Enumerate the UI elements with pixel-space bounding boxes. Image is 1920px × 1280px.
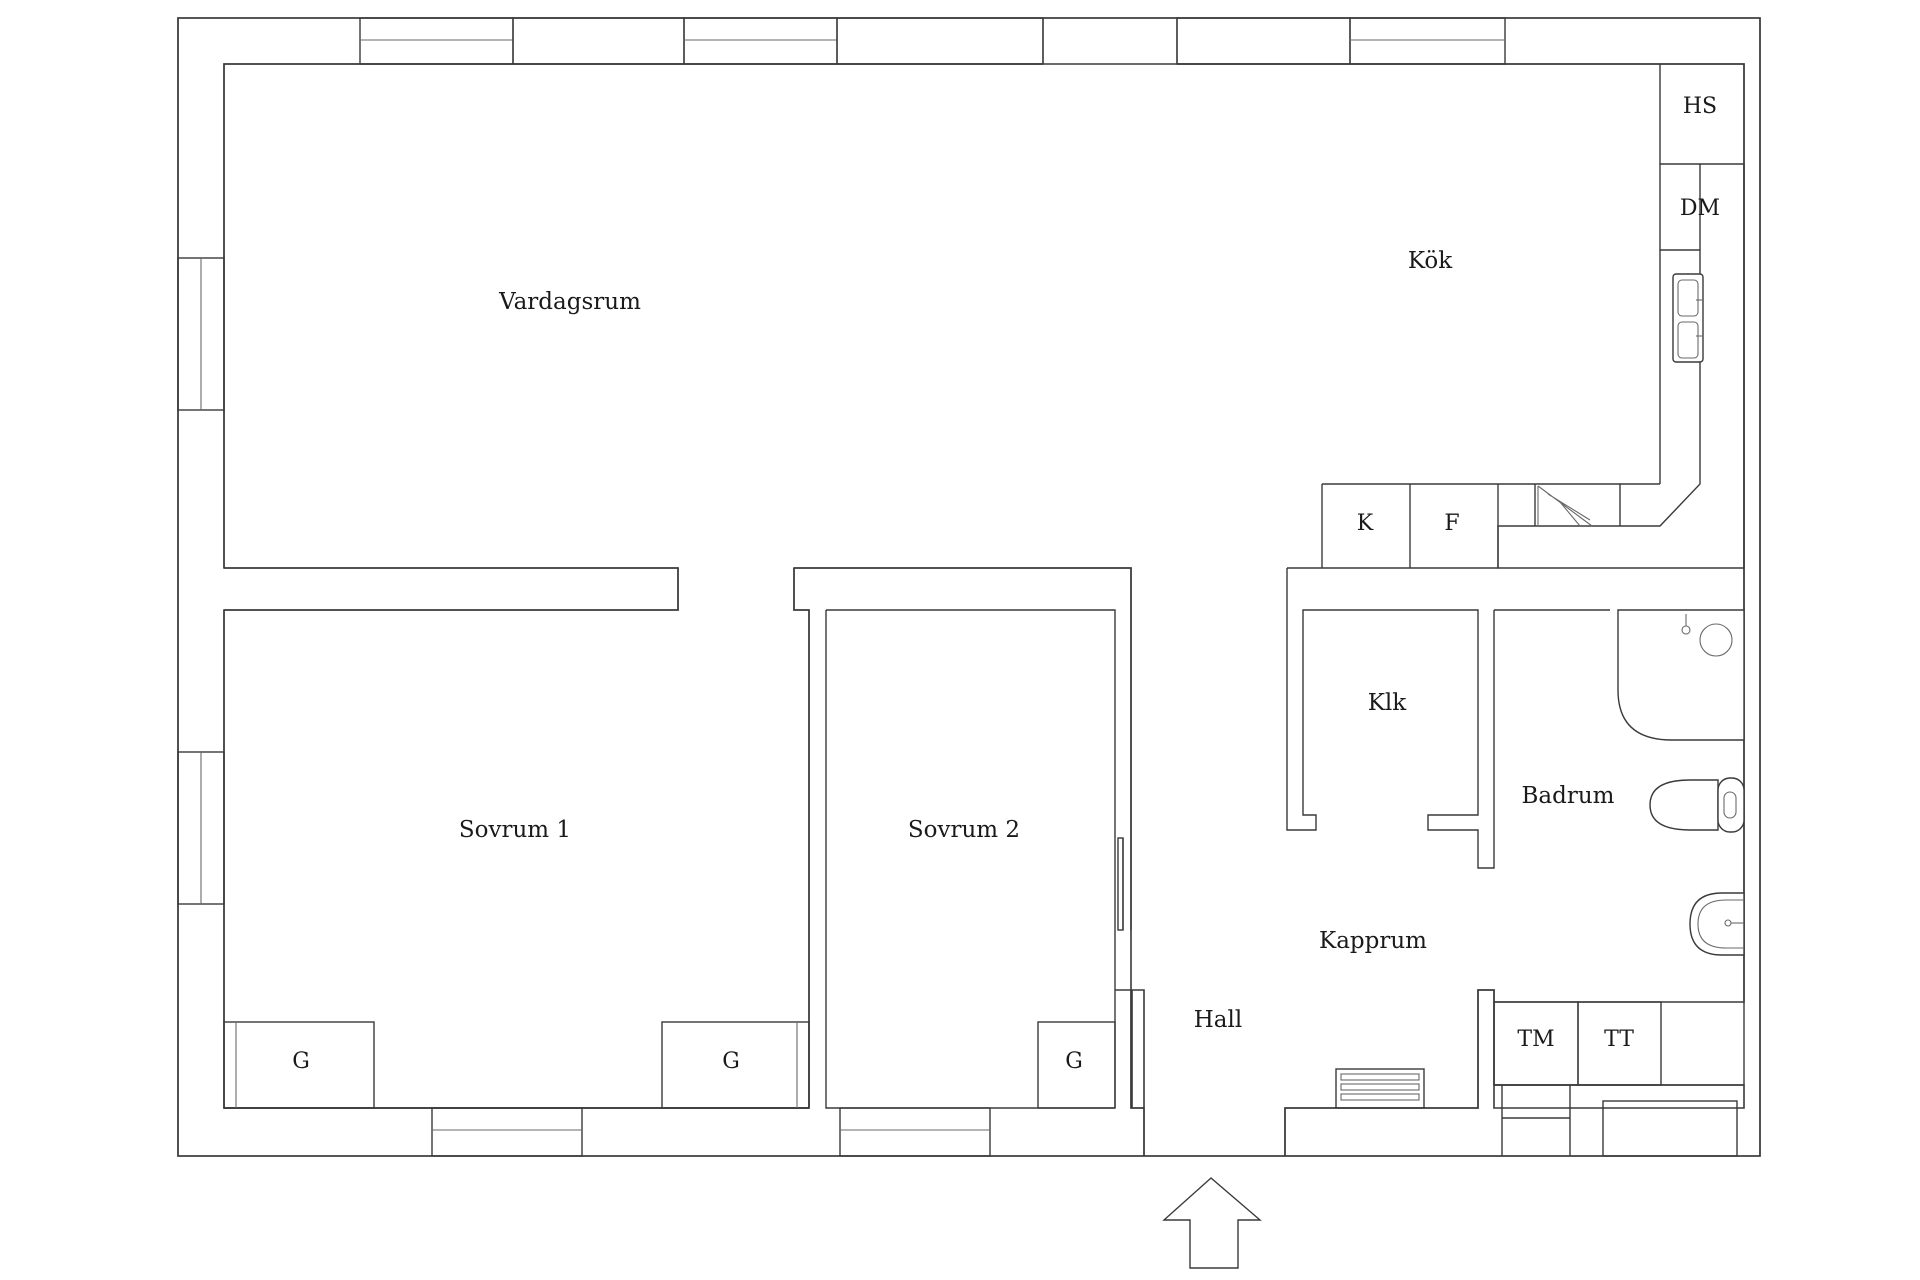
wardrobe-label-3: G: [1065, 1049, 1083, 1074]
fixture-labels: HS DM K F TM TT G G G: [292, 94, 1720, 1074]
outer-walls: [177, 17, 1761, 1157]
room-label-kok: Kök: [1408, 248, 1453, 274]
window-top-4: [836, 17, 1044, 65]
toilet-icon: [1649, 777, 1745, 833]
window-left-2: [177, 751, 225, 905]
window-bottom-1: [431, 1107, 583, 1157]
windows: [177, 17, 1506, 1157]
stove-icon: [1537, 485, 1593, 527]
window-top-6: [1349, 17, 1506, 65]
washbasin-icon: [1689, 892, 1745, 956]
fixture-label-k: K: [1357, 511, 1374, 536]
room-label-sovrum2: Sovrum 2: [908, 817, 1020, 843]
room-label-hall: Hall: [1194, 1007, 1242, 1033]
radiator-icon: [1335, 1068, 1425, 1109]
fixture-label-hs: HS: [1683, 94, 1717, 119]
room-label-klk: Klk: [1368, 690, 1408, 716]
room-label-sovrum1: Sovrum 1: [459, 817, 571, 843]
fixture-label-tt: TT: [1604, 1027, 1634, 1052]
room-label-kapprum: Kapprum: [1319, 928, 1427, 954]
shower-icon: [1617, 609, 1745, 741]
washer-dryer: [1493, 1001, 1662, 1086]
double-sink-icon: [1672, 273, 1704, 363]
room-labels: Vardagsrum Kök Sovrum 1 Sovrum 2 Klk Bad…: [459, 248, 1615, 1033]
entrance-arrow-icon: [1162, 1177, 1262, 1269]
window-bottom-2: [839, 1107, 991, 1157]
wardrobe-label-1: G: [292, 1049, 310, 1074]
wardrobes: [223, 1021, 1116, 1109]
room-label-badrum: Badrum: [1522, 783, 1615, 809]
fixture-label-dm: DM: [1680, 196, 1720, 221]
wardrobe-label-2: G: [722, 1049, 740, 1074]
fixture-label-f: F: [1444, 511, 1459, 536]
fixture-label-tm: TM: [1517, 1027, 1554, 1052]
room-label-vardagsrum: Vardagsrum: [498, 289, 641, 315]
sliding-door: [1117, 837, 1124, 931]
window-left-1: [177, 257, 225, 411]
kitchen-counter: [1321, 64, 1745, 569]
